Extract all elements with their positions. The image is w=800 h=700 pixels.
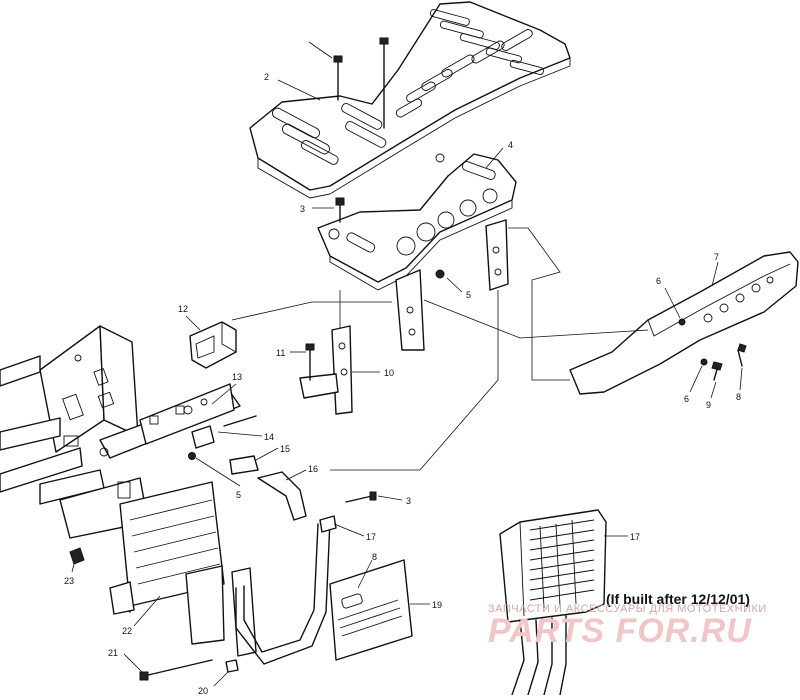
rear-bumper (569, 251, 799, 399)
callout-3: 3 (300, 204, 305, 214)
callout-6: 6 (684, 394, 689, 404)
assembly-lines (231, 227, 649, 471)
tail-light (185, 315, 237, 369)
callout-17: 17 (630, 532, 640, 542)
callout-2: 2 (264, 72, 269, 82)
mount-brackets (229, 447, 307, 521)
callout-5: 5 (466, 290, 471, 300)
callout-20: 20 (198, 686, 208, 695)
callout-17: 17 (366, 532, 376, 542)
callout-8: 8 (372, 552, 377, 562)
rack-support-bracket (312, 147, 517, 351)
callout-14: 14 (264, 432, 274, 442)
callout-23: 23 (64, 576, 74, 586)
watermark: ЗАПЧАСТИ И АКСЕССУАРЫ ДЛЯ МОТОТЕХНИКИ PA… (488, 603, 767, 650)
callout-13: 13 (232, 372, 242, 382)
callout-22: 22 (122, 626, 132, 636)
callout-15: 15 (280, 444, 290, 454)
callout-5: 5 (236, 490, 241, 500)
callout-19: 19 (432, 600, 442, 610)
callout-10: 10 (384, 368, 394, 378)
rear-rack-platform (249, 1, 571, 199)
vehicle-frame (0, 325, 263, 539)
callout-6: 6 (656, 276, 661, 286)
build-date-note: (If built after 12/12/01) (606, 591, 750, 607)
callout-4: 4 (508, 140, 513, 150)
callout-7: 7 (714, 252, 719, 262)
callout-21: 21 (108, 648, 118, 658)
watermark-tagline: ЗАПЧАСТИ И АКСЕССУАРЫ ДЛЯ МОТОТЕХНИКИ (488, 603, 767, 615)
callout-12: 12 (178, 304, 188, 314)
guard-assembly (123, 491, 430, 687)
callout-8: 8 (736, 392, 741, 402)
callout-3: 3 (406, 496, 411, 506)
callout-9: 9 (706, 400, 711, 410)
callout-labels: 2 3 4 5 6 6 7 8 9 10 11 12 13 14 15 16 3… (64, 72, 741, 696)
inset-guard (499, 509, 628, 696)
mount-post (290, 325, 380, 415)
callout-11: 11 (276, 348, 285, 358)
callout-16: 16 (308, 464, 318, 474)
watermark-site: PARTS FOR.RU (488, 612, 752, 650)
